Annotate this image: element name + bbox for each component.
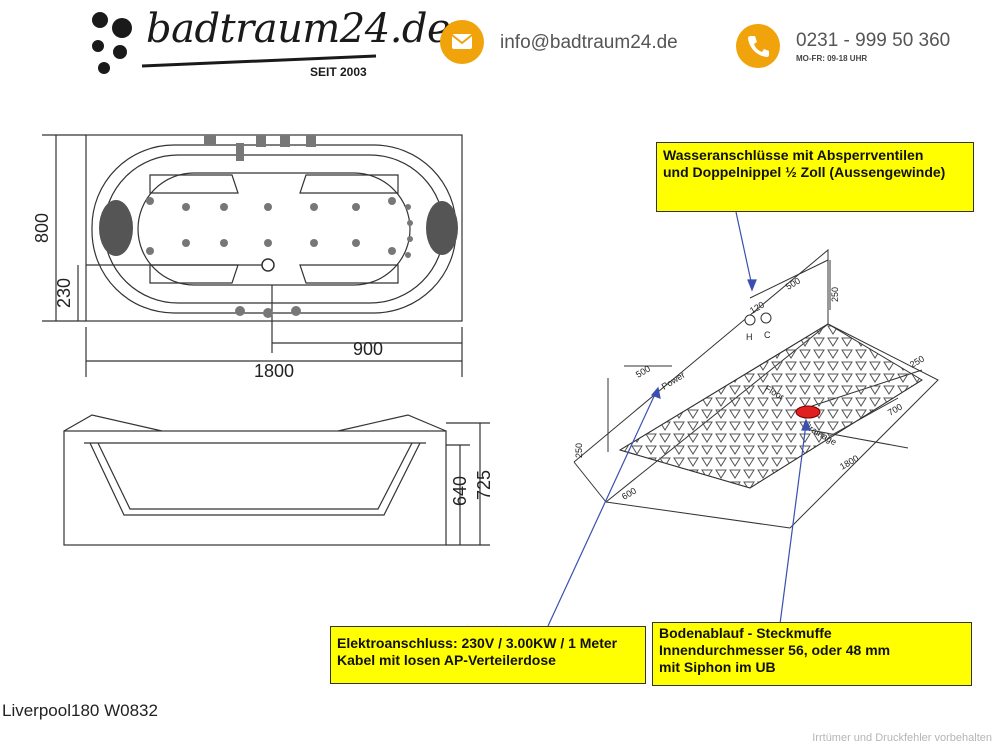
callout-drain-line2: Innendurchmesser 56, oder 48 mm	[659, 642, 891, 658]
logo-since: SEIT 2003	[310, 65, 367, 79]
envelope-icon	[451, 34, 473, 49]
dim-inner-label: 230	[54, 278, 74, 308]
dim-total-height-label: 725	[474, 470, 494, 500]
callout-power-line1: Elektroanschluss: 230V / 3.00KW / 1 Mete…	[337, 635, 618, 651]
label-h: H	[746, 332, 753, 342]
callout-power-line2: Kabel mit losen AP-Verteilerdose	[337, 652, 556, 668]
opening-hours: MO-FR: 09-18 UHR	[796, 54, 868, 63]
phone-number[interactable]: 0231 - 999 50 360	[796, 30, 951, 51]
callout-water-connections: Wasseranschlüsse mit Absperrventilen und…	[656, 142, 974, 212]
callout-floor-drain: Bodenablauf - Steckmuffe Innendurchmesse…	[652, 622, 972, 686]
dim-250a: 250	[830, 287, 840, 302]
logo-text: badtraum24.de	[146, 6, 451, 52]
email-link[interactable]: info@badtraum24.de	[500, 32, 678, 53]
dim-inner-height-label: 640	[450, 476, 470, 506]
callout-drain-line3: mit Siphon im UB	[659, 659, 776, 675]
phone-icon	[748, 36, 769, 57]
phone-icon-circle[interactable]	[736, 24, 780, 68]
logo-underline	[141, 54, 377, 68]
logo-bubbles-icon	[92, 12, 132, 74]
side-view-drawing: 640 725	[63, 414, 494, 546]
product-name: Liverpool180 W0832	[2, 701, 158, 720]
dim-250b: 250	[574, 443, 584, 458]
dim-half-label: 900	[353, 339, 383, 359]
callout-drain-line1: Bodenablauf - Steckmuffe	[659, 625, 832, 641]
dim-length-label: 1800	[254, 361, 294, 381]
callout-water-line2: und Doppelnippel ½ Zoll (Aussengewinde)	[663, 164, 946, 180]
callout-water-line1: Wasseranschlüsse mit Absperrventilen	[663, 147, 924, 163]
dim-height-label: 800	[32, 213, 52, 243]
email-icon-circle[interactable]	[440, 20, 484, 64]
callout-electrical-connection: Elektroanschluss: 230V / 3.00KW / 1 Mete…	[330, 626, 646, 684]
label-c: C	[764, 330, 771, 340]
disclaimer-text: Irrtümer und Druckfehler vorbehalten	[812, 732, 992, 744]
top-view-drawing: 800 230 900 1800	[32, 134, 463, 381]
isometric-installation-drawing: 500 120 250 500 250 250 700 1800 600 Pow…	[573, 248, 939, 529]
